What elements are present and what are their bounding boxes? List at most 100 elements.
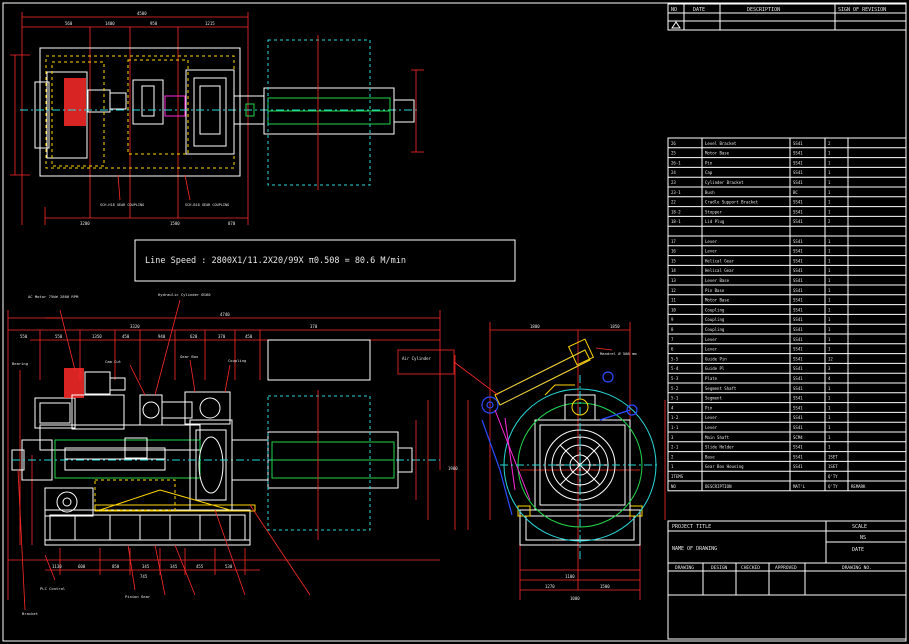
part-desc: Gear Box Housing	[705, 464, 744, 469]
side-dim-6: 1900	[448, 466, 458, 471]
part-no: 6	[671, 347, 674, 352]
part-qty: 1SET	[828, 454, 838, 459]
front-dim-2: 550	[20, 334, 28, 339]
part-desc: Lever Base	[705, 278, 730, 283]
part-qty: 1	[828, 239, 831, 244]
part-material: SS41	[793, 249, 803, 254]
part-desc: Lever	[705, 347, 718, 352]
front-dim-13: 850	[112, 564, 120, 569]
part-desc: Lid Plug	[705, 219, 725, 224]
title-block: PROJECT TITLE SCALE NS DATE NAME OF DRAW…	[667, 520, 907, 640]
part-desc: Segment Shaft	[705, 386, 737, 391]
part-no: 5-5	[671, 356, 679, 361]
part-qty: 3	[828, 366, 831, 371]
part-qty: 1	[828, 298, 831, 303]
part-material: SS41	[793, 239, 803, 244]
part-desc: Segment	[705, 396, 722, 401]
front-dim-7: 620	[190, 334, 198, 339]
scale-value: NS	[860, 535, 866, 541]
part-material: SS41	[793, 200, 803, 205]
front-motor-fins	[64, 368, 84, 398]
project-title-label: PROJECT TITLE	[672, 524, 711, 530]
part-no: 1	[671, 464, 674, 469]
part-desc: Guide Pin	[705, 356, 727, 361]
front-callout-coupling: Coupling	[228, 358, 246, 363]
part-material: SS41	[793, 347, 803, 352]
part-no: 5-3	[671, 376, 679, 381]
part-desc: Coupling	[705, 307, 725, 312]
front-dim-6: 940	[158, 334, 166, 339]
part-desc: Stopper	[705, 209, 722, 214]
front-dim-12: 600	[78, 564, 86, 569]
part-desc: Base	[705, 454, 715, 459]
front-callout-plc: PLC Control	[40, 586, 65, 591]
part-desc: Lever	[705, 337, 718, 342]
top-dim-4: 1215	[205, 21, 215, 26]
part-qty: 1	[828, 268, 831, 273]
part-qty: 1SET	[828, 464, 838, 469]
part-qty: 2	[828, 219, 831, 224]
front-dim-18: 745	[140, 574, 148, 579]
part-desc: Bush	[705, 190, 715, 195]
part-no: 8	[671, 327, 674, 332]
front-callout-gearbox: Gear Box	[180, 354, 199, 359]
part-material: SCM4	[793, 435, 803, 440]
part-no: 26-1	[671, 160, 681, 165]
part-desc: Lever	[705, 249, 718, 254]
part-desc: Lever	[705, 425, 718, 430]
part-no: 22	[671, 200, 676, 205]
part-desc: Motor Base	[705, 298, 730, 303]
part-desc: DESCRIPTION	[705, 484, 732, 489]
part-qty: 1	[828, 258, 831, 263]
front-dim-8: 370	[218, 334, 226, 339]
part-qty: 1	[828, 160, 831, 165]
part-no: 17	[671, 239, 676, 244]
part-remark: REMARK	[851, 484, 866, 489]
part-desc: Pin	[705, 405, 713, 410]
checked-label: CHECKED	[741, 565, 760, 571]
part-desc: Motor Base	[705, 151, 730, 156]
side-dim-2: 1000	[570, 596, 580, 601]
part-no: 2-1	[671, 445, 679, 450]
top-dim-6: 1500	[170, 221, 180, 226]
part-qty: 12	[828, 356, 833, 361]
side-callout-mandrel: Mandrel Ø 508 mm	[600, 351, 637, 356]
top-note-gear: SCH-B18 GEAR COUPLING	[185, 203, 229, 207]
front-callout-cam: Cam Cut	[105, 359, 121, 364]
front-dim-4: 1350	[92, 334, 102, 339]
front-callout-bearing: Bearing	[12, 361, 28, 366]
front-callout-ac-motor: AC Motor 75kW 2800 RPM	[28, 294, 79, 299]
part-qty: 1	[828, 327, 831, 332]
part-material: SS41	[793, 376, 803, 381]
top-plan-view: SCH-H18 GEAR COUPLING SCH-B18 GEAR COUPL…	[10, 11, 424, 226]
part-no: ITEMS	[671, 474, 684, 479]
part-qty: 1	[828, 278, 831, 283]
part-desc: Coupling	[705, 327, 725, 332]
part-material: MAT'L	[793, 484, 806, 489]
part-no: 2	[671, 454, 674, 459]
part-no: 12	[671, 288, 676, 293]
part-qty: 1	[828, 425, 831, 430]
part-material: SS41	[793, 209, 803, 214]
side-end-view: Air Cylinder Mandrel Ø 508 mm 1800 1850 …	[397, 322, 666, 601]
part-no: 26	[671, 141, 676, 146]
top-dim-5: 3200	[80, 221, 90, 226]
front-dim-3: 550	[55, 334, 63, 339]
revision-triangle-icon	[671, 21, 681, 29]
part-material: SS41	[793, 405, 803, 410]
